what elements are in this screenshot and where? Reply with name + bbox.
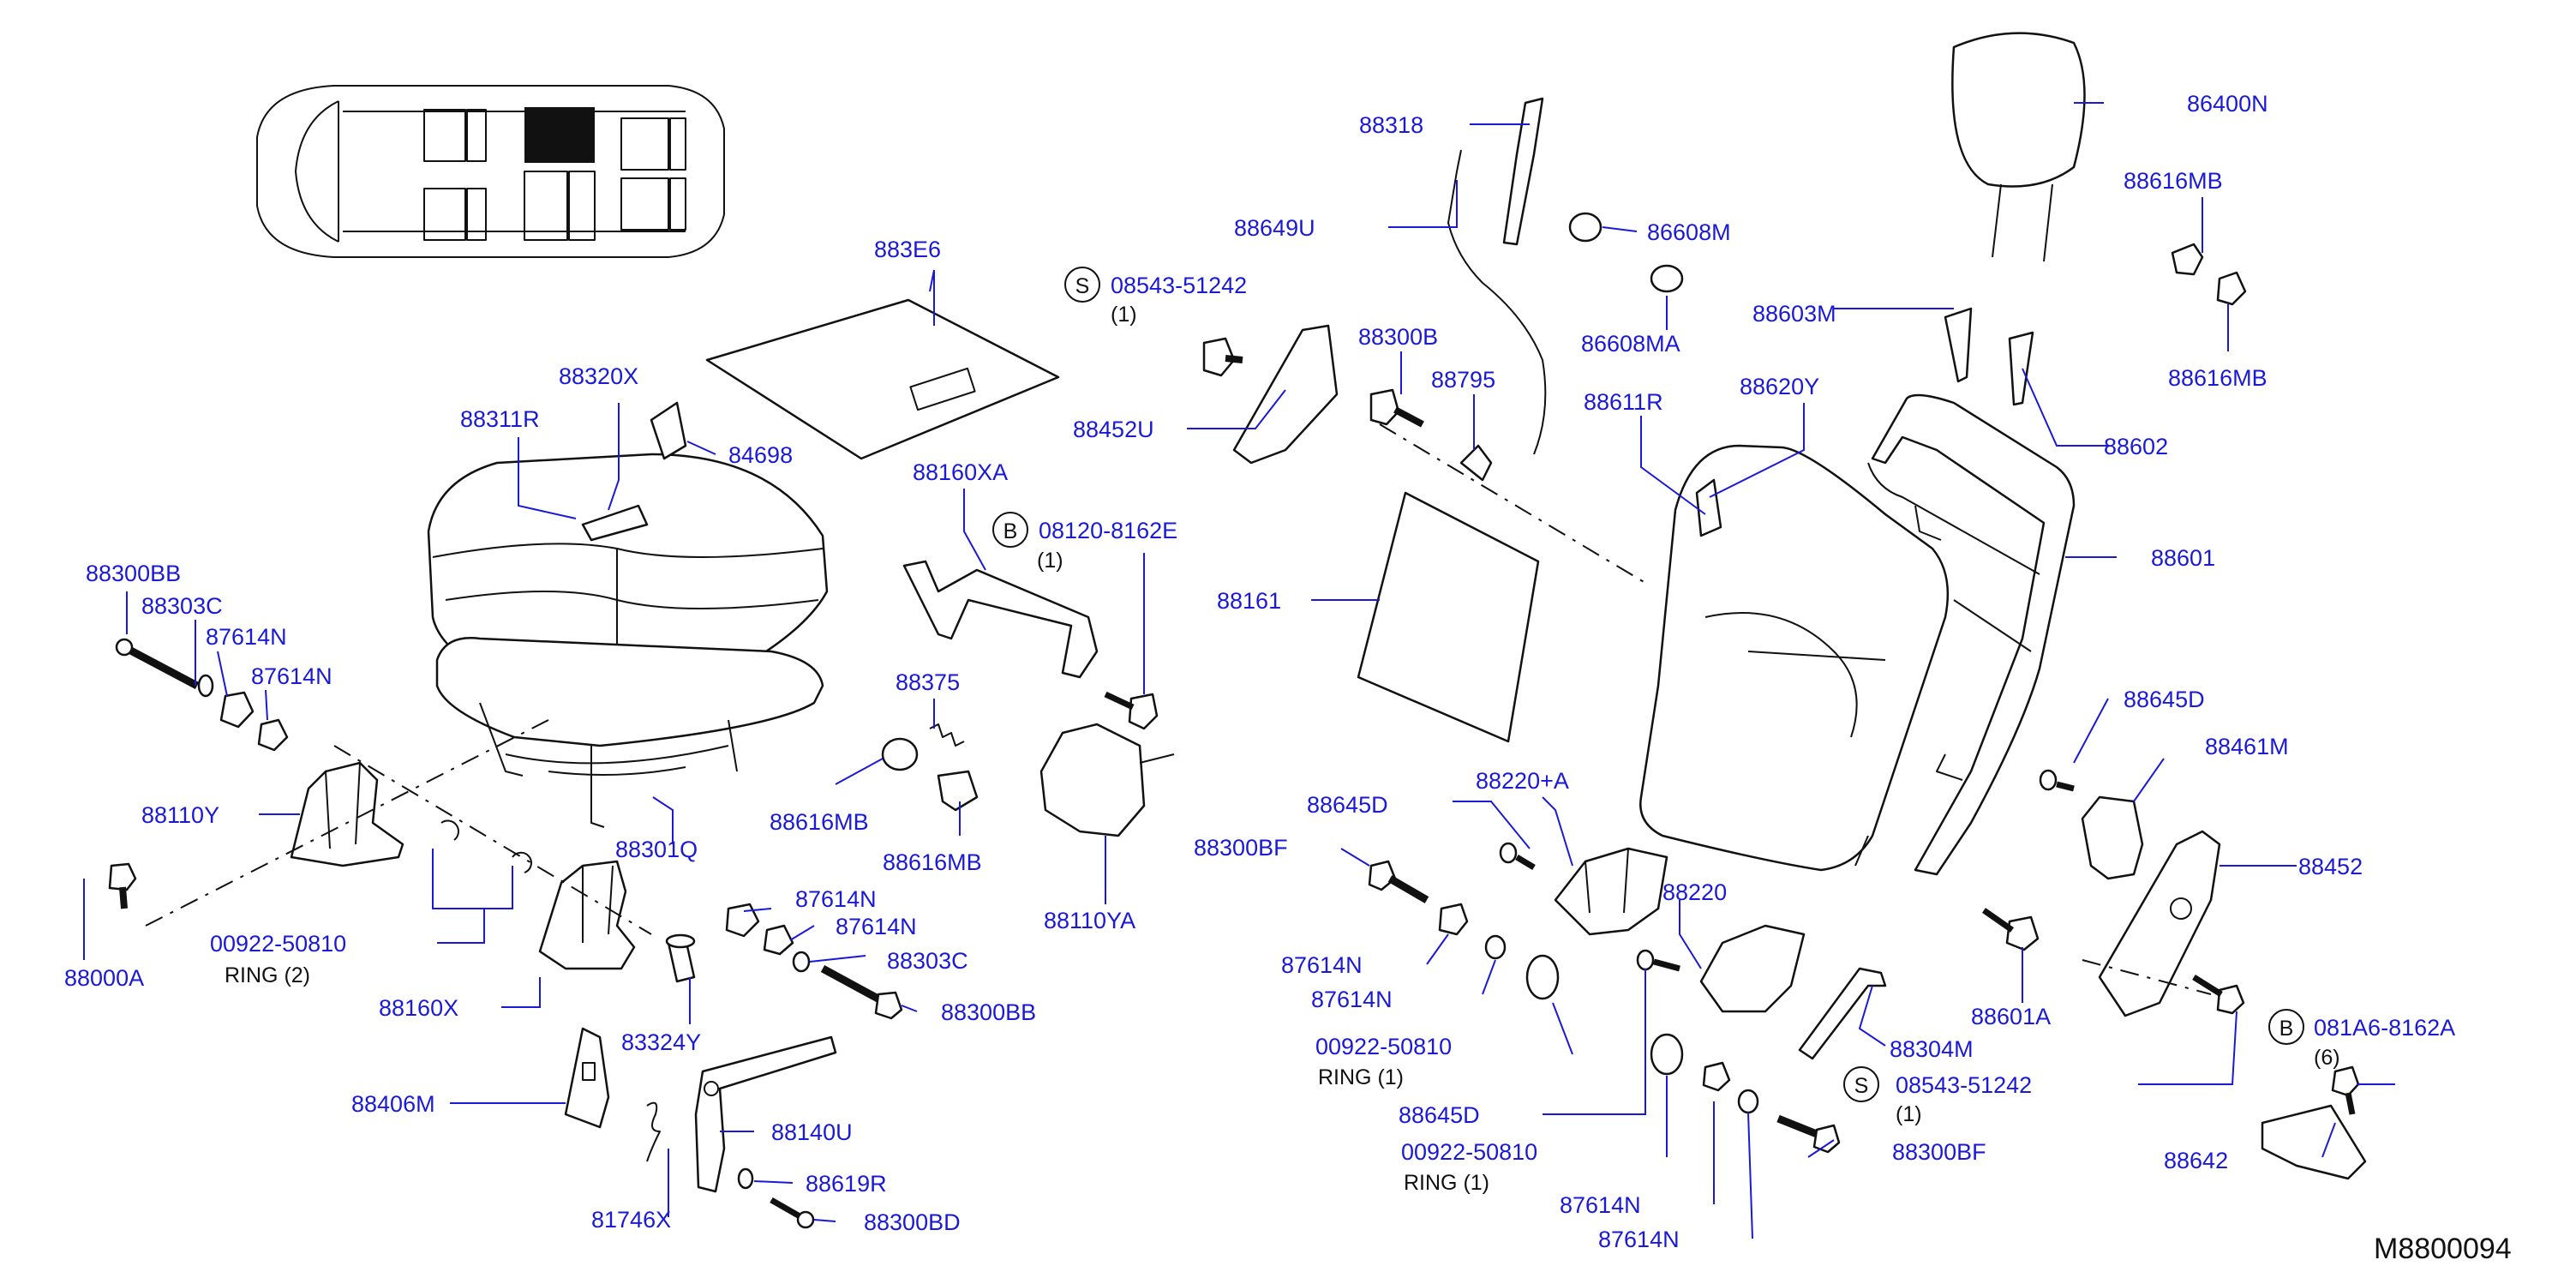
- part-label: 88220+A: [1476, 768, 1569, 794]
- symbol-s1: S: [1064, 267, 1100, 303]
- part-label-note: (1): [1111, 303, 1137, 327]
- seat-cushion-drawing: [427, 298, 1060, 828]
- symbol-b1: B: [992, 512, 1028, 548]
- part-label: 88620Y: [1740, 374, 1819, 399]
- part-label: 83324Y: [621, 1029, 701, 1055]
- part-labels: 883E6 88311R 88320X 84698 88300BB 88303C…: [64, 91, 2455, 1252]
- part-label: 88375: [896, 669, 960, 695]
- part-label: 88300BB: [86, 561, 181, 586]
- part-label: 00922-50810: [1401, 1139, 1537, 1165]
- part-label: 88160XA: [913, 459, 1008, 485]
- part-label: 88303C: [141, 593, 223, 619]
- part-label: 87614N: [206, 624, 287, 650]
- svg-text:B: B: [2279, 1017, 2294, 1041]
- part-label: 81746X: [591, 1207, 671, 1233]
- part-label: 84698: [728, 442, 793, 468]
- part-label: 08120-8162E: [1039, 518, 1177, 543]
- part-label: 88300BD: [864, 1209, 961, 1235]
- part-label: 88616MB: [2124, 168, 2223, 194]
- part-label: 88304M: [1890, 1036, 1974, 1062]
- symbol-b2: B: [2268, 1009, 2304, 1045]
- center-hardware-drawing: [881, 97, 1547, 837]
- lower-center-hardware-drawing: [1368, 842, 1887, 1154]
- part-label: 87614N: [1598, 1227, 1680, 1252]
- part-label: 88300BF: [1892, 1139, 1986, 1165]
- part-label: 88645D: [2124, 687, 2205, 712]
- part-label: 86400N: [2187, 91, 2268, 117]
- part-label: 08543-51242: [1896, 1072, 2032, 1098]
- part-label: 88649U: [1234, 215, 1315, 241]
- part-label: 88795: [1431, 367, 1495, 393]
- leader-lines: [83, 102, 2395, 1239]
- part-label: 88301Q: [615, 837, 698, 862]
- part-label: 88602: [2104, 434, 2168, 459]
- part-label: 88616MB: [2168, 365, 2267, 391]
- left-hardware-drawing: [108, 638, 903, 1229]
- part-label: 88461M: [2205, 734, 2289, 759]
- svg-text:S: S: [1075, 274, 1090, 298]
- part-label: 88300B: [1358, 324, 1438, 350]
- part-label: 88452U: [1073, 417, 1154, 442]
- part-label: 88645D: [1307, 792, 1388, 818]
- part-label-note: (1): [1896, 1102, 1922, 1126]
- vehicle-top-view: [256, 85, 725, 258]
- svg-text:B: B: [1003, 519, 1018, 543]
- part-label: 88110Y: [141, 802, 219, 828]
- part-label: 88161: [1217, 588, 1281, 614]
- part-label: 86608MA: [1581, 331, 1680, 357]
- part-label: 88000A: [64, 965, 144, 991]
- part-label: 88311R: [460, 406, 540, 432]
- centerlines: [145, 423, 2212, 995]
- part-label: 87614N: [836, 914, 917, 939]
- seat-back-drawing: [1568, 32, 2367, 1180]
- part-label: 88611R: [1584, 389, 1663, 415]
- part-label: 88110YA: [1044, 908, 1135, 933]
- part-label: 88303C: [887, 948, 968, 974]
- part-label: 081A6-8162A: [2314, 1015, 2455, 1041]
- part-label: 86608M: [1647, 219, 1731, 245]
- part-label: 00922-50810: [210, 931, 346, 957]
- part-label-note: RING (2): [225, 963, 310, 987]
- part-label: 88603M: [1752, 301, 1836, 327]
- part-label: 88300BB: [941, 999, 1036, 1025]
- part-label: 88619R: [806, 1171, 887, 1197]
- highlighted-seat: [524, 107, 595, 163]
- part-label: 87614N: [1281, 952, 1363, 978]
- part-label: 88160X: [379, 995, 458, 1021]
- part-label: 87614N: [251, 663, 332, 689]
- part-label: 88601A: [1971, 1004, 2051, 1029]
- part-label: 88220: [1662, 879, 1727, 905]
- part-label: 88452: [2298, 854, 2363, 879]
- part-label: 08543-51242: [1111, 273, 1247, 298]
- part-label: 88300BF: [1194, 835, 1288, 861]
- part-label: 88320X: [559, 363, 638, 389]
- part-label: 87614N: [1311, 987, 1393, 1012]
- part-label: 88645D: [1399, 1102, 1480, 1128]
- part-label-note: RING (1): [1318, 1065, 1404, 1089]
- part-label: 88406M: [351, 1091, 435, 1117]
- part-label: 883E6: [874, 237, 941, 262]
- part-label: 88616MB: [770, 809, 869, 835]
- svg-text:S: S: [1854, 1074, 1869, 1098]
- symbol-s2: S: [1843, 1066, 1879, 1102]
- part-label-note: RING (1): [1404, 1171, 1489, 1195]
- part-label: 88616MB: [883, 849, 982, 875]
- part-label: 00922-50810: [1315, 1034, 1452, 1059]
- part-label: 87614N: [795, 886, 877, 912]
- part-label: 88642: [2164, 1148, 2228, 1173]
- part-label-note: (1): [1037, 549, 1063, 573]
- part-label-note: (6): [2314, 1046, 2340, 1070]
- part-label: 87614N: [1560, 1192, 1641, 1218]
- part-label: 88601: [2151, 545, 2215, 571]
- drawing-reference-number: M8800094: [2374, 1233, 2512, 1265]
- part-label: 88140U: [771, 1119, 853, 1145]
- part-label: 88318: [1359, 112, 1423, 138]
